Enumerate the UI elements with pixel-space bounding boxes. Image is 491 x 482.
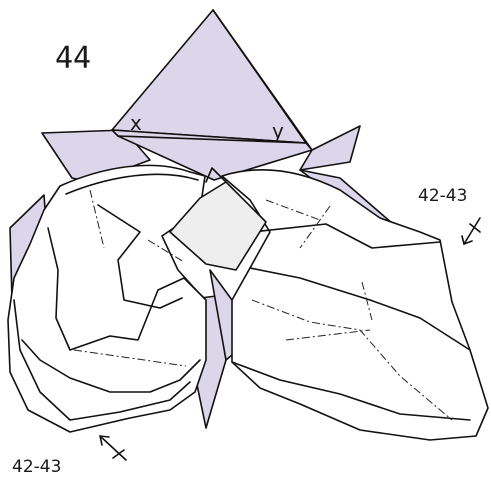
step-number: 44 <box>55 41 91 76</box>
point-label-y: y <box>272 119 284 143</box>
bottom-left-arrow-icon <box>100 436 126 460</box>
right-arrow-icon <box>462 218 480 244</box>
reference-label-right: 42-43 <box>418 186 467 206</box>
point-label-x: x <box>130 111 142 135</box>
right-lobe <box>222 170 488 440</box>
reference-label-bottom-left: 42-43 <box>12 457 61 477</box>
